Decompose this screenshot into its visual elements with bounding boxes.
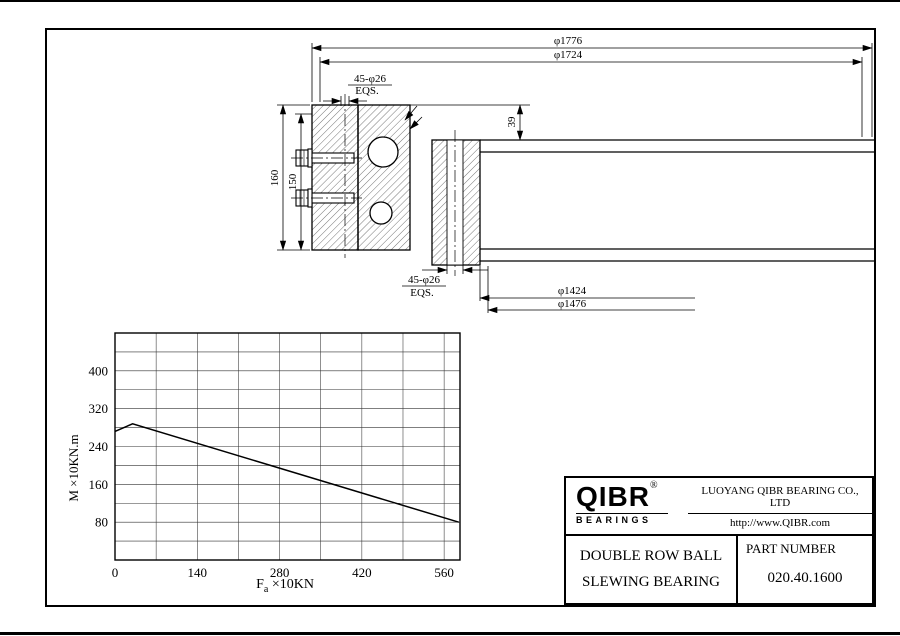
chart-x-tick-labels: 0 140 280 420 560 [112,565,454,580]
title-block: QIBR® BEARINGS LUOYANG QIBR BEARING CO.,… [564,476,874,605]
svg-text:280: 280 [270,565,290,580]
x-label-symbol: F [256,577,264,592]
company-website: http://www.QIBR.com [729,516,831,529]
x-label-subscript: a [263,583,269,595]
load-capacity-chart: 0 140 280 420 560 80 160 240 320 400 [89,332,461,580]
chart-gridlines [114,332,460,561]
dim-label-inner-dia: φ1424 [558,285,587,297]
chart-plot-border [114,332,461,561]
svg-text:0: 0 [112,565,119,580]
bearing-section-drawing: φ1776 φ1724 45-φ26 EQS. 160 [269,35,874,314]
dim-height-150: 150 [287,113,312,251]
svg-text:160: 160 [89,477,109,492]
product-name-line2: SLEWING BEARING [582,573,720,590]
logo-bearings-text: BEARINGS [576,513,668,525]
dim-label-bolt-top-eqs: EQS. [355,85,379,97]
company-name: LUOYANG QIBR BEARING CO., LTD [688,482,872,514]
dim-inner-diameter-1476: φ1476 [487,266,695,314]
dim-label-bolt-bottom-eqs: EQS. [410,287,434,299]
drawing-frame: φ1776 φ1724 45-φ26 EQS. 160 [45,28,876,607]
dim-label-bolt-bottom: 45-φ26 [408,274,441,286]
dim-offset-39: 39 [410,104,530,141]
bearing-rings [311,104,481,266]
image-bottom-edge [0,632,900,635]
dim-bolt-holes-top: 45-φ26 EQS. [323,73,392,106]
bearing-balls [367,136,399,225]
dim-height-160: 160 [269,104,310,251]
dim-bolt-holes-bottom: 45-φ26 EQS. [402,265,488,299]
company-info: LUOYANG QIBR BEARING CO., LTD http://www… [688,478,872,534]
dim-label-height-total: 160 [269,169,281,186]
dim-outer-diameter-1776: φ1776 [311,35,873,137]
part-number-label: PART NUMBER [746,541,836,556]
part-number-value: 020.40.1600 [767,570,843,586]
logo-wordmark: QIBR [576,481,650,512]
title-block-detail-row: DOUBLE ROW BALL SLEWING BEARING PART NUM… [566,536,872,603]
svg-text:560: 560 [434,565,454,580]
product-name-line1: DOUBLE ROW BALL [579,548,723,564]
dim-label-inner-dia2: φ1476 [558,298,587,310]
dim-label-outer-dia: φ1776 [554,35,583,47]
product-name: DOUBLE ROW BALL SLEWING BEARING [566,536,738,603]
dim-label-step-height: 39 [506,116,518,128]
svg-text:400: 400 [89,363,109,378]
dim-outer-diameter-1724: φ1724 [319,49,863,137]
part-number-cell: PART NUMBER 020.40.1600 [738,536,872,603]
svg-text:140: 140 [188,565,208,580]
title-block-header-row: QIBR® BEARINGS LUOYANG QIBR BEARING CO.,… [566,478,872,536]
svg-text:420: 420 [352,565,372,580]
dim-label-bolt-top: 45-φ26 [354,73,387,85]
chart-load-curve [114,423,460,523]
dim-label-outer-dia2: φ1724 [554,49,583,61]
svg-text:320: 320 [89,401,109,416]
qibr-logo: QIBR® BEARINGS [566,478,688,534]
contact-angle-arrows [404,105,423,130]
image-top-edge [0,0,900,2]
chart-y-axis-label: M ×10KN.m [66,434,81,502]
chart-x-axis-label: Fa ×10KN [185,577,385,595]
mounting-structure-lines [480,139,874,262]
registered-trademark-icon: ® [650,480,658,491]
chart-y-tick-labels: 80 160 240 320 400 [89,363,109,529]
x-label-unit: ×10KN [268,577,314,592]
svg-text:240: 240 [89,439,109,454]
dim-inner-diameter-1424: φ1424 [479,266,695,302]
dim-label-height-inner: 150 [287,173,299,190]
svg-text:80: 80 [95,515,108,530]
